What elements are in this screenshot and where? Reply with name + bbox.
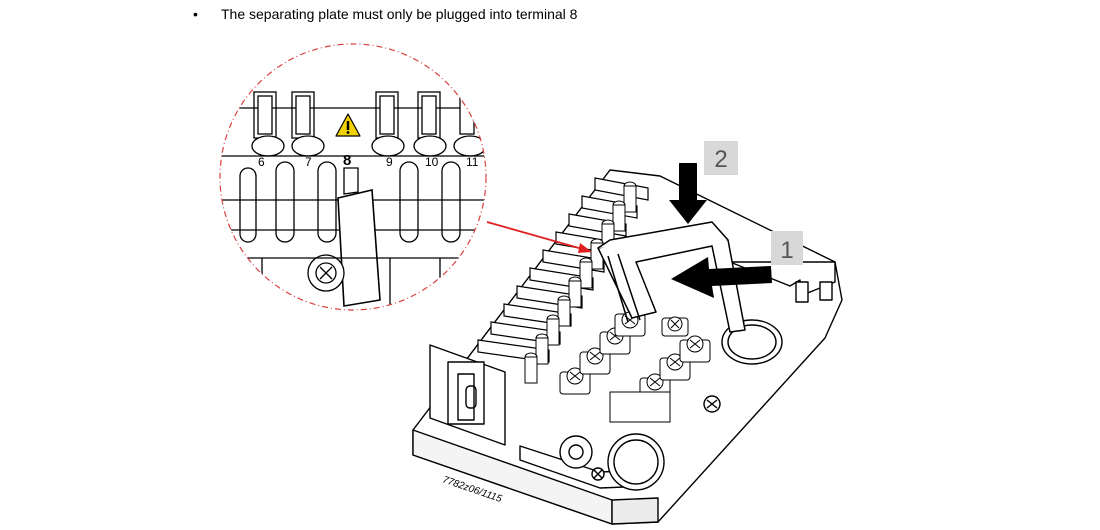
- step-2-label: 2: [714, 146, 727, 173]
- step-1-label-box: [771, 231, 803, 265]
- instruction-text: The separating plate must only be plugge…: [221, 6, 578, 22]
- zoom-callout: 6 7 8 9 10 11: [219, 43, 487, 311]
- separating-plate: [597, 221, 746, 333]
- screw-terminals: [559, 311, 711, 423]
- arrow-down-icon: [669, 163, 707, 224]
- terminal-label-11: 11: [466, 155, 479, 169]
- bullet-marker: •: [193, 6, 198, 22]
- terminal-pins: [524, 181, 637, 384]
- arrow-left-icon: [671, 257, 772, 298]
- step-2-label-box: [704, 141, 738, 175]
- terminal-label-8: 8: [343, 152, 351, 169]
- terminal-label-6: 6: [258, 155, 265, 169]
- callout-circle-border: [219, 43, 487, 311]
- step-labels: 2 1: [704, 141, 803, 265]
- step-1-label: 1: [780, 237, 793, 264]
- pointer-arrow: [486, 221, 592, 253]
- arrowhead-icon: [578, 243, 592, 253]
- terminal-label-7: 7: [305, 155, 312, 169]
- warning-icon: [335, 113, 361, 137]
- terminal-label-10: 10: [425, 155, 439, 169]
- terminal-label-9: 9: [386, 155, 393, 169]
- action-arrows: [669, 163, 772, 298]
